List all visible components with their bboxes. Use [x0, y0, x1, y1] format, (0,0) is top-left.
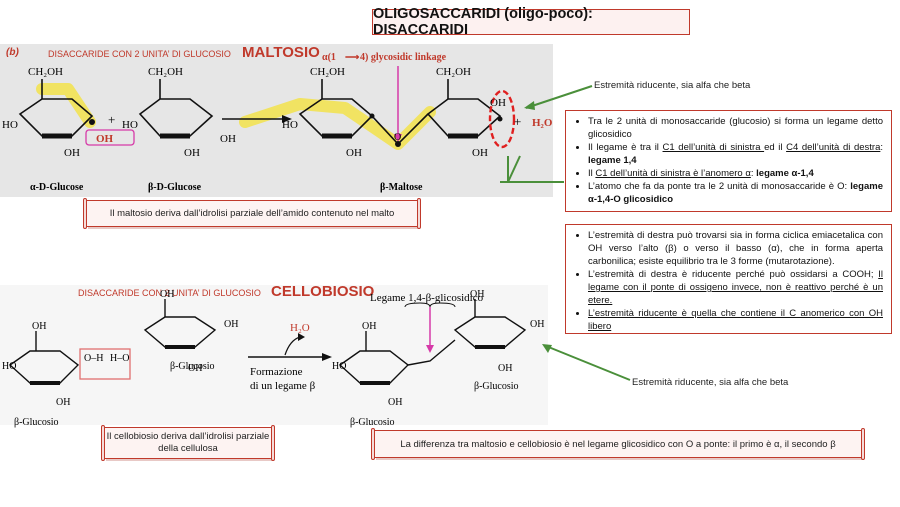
maltose-reaction-diagram: CH₂OH CH₂OH CH₂OH CH₂OH HO HO HO OH OH O… [2, 52, 553, 193]
ch2oh-label-2: CH₂OH [148, 66, 183, 78]
water-label: H₂O [532, 117, 553, 129]
info-item: Il C1 dell’unità di sinistra è l’anomero… [588, 167, 883, 180]
oh-c6-cello-right: OH [470, 289, 484, 300]
info-list-1: Tra le 2 unità di monosaccaride (glucosi… [572, 115, 883, 206]
info-item: L’estremità di destra è riducente perché… [588, 268, 883, 307]
page-title: OLIGOSACCARIDI (oligo-poco): DISACCARIDI [372, 6, 690, 38]
glucosio-left-label: β-Glucosio [14, 417, 59, 428]
ho-label-2: HO [122, 119, 138, 131]
info-list-2: L’estremità di destra può trovarsi sia i… [572, 229, 883, 333]
ch2oh-label-3: CH₂OH [310, 66, 345, 78]
maltose-note-text: Il maltosio deriva dall’idrolisi parzial… [109, 208, 395, 219]
reaction-label-2: di un legame β [250, 380, 316, 392]
beta-glucose-label: β-D-Glucose [148, 182, 202, 193]
info-item: L’atomo che fa da ponte tra le 2 unità d… [588, 180, 883, 206]
info-text-part: L’estremità riducente è quella che conti… [588, 308, 883, 332]
reducing-end-ellipse [488, 89, 516, 149]
info-text-part: Il legame con il ponte di ossigeno invec… [588, 269, 883, 306]
info-text-part: L’estremità di destra può trovarsi sia i… [588, 230, 883, 267]
cello-linkage-label: Legame 1,4-β-glicosidico [370, 292, 484, 304]
oh-highlight-box [85, 129, 135, 146]
info-text-part: L’atomo che fa da ponte tra le 2 unità d… [588, 181, 851, 192]
glucosio-right-label: β-Glucosio [474, 381, 519, 392]
info-item: L’estremità riducente è quella che conti… [588, 307, 883, 333]
o-h-label: O–H [84, 353, 103, 364]
oh-c6-left: OH [32, 321, 46, 332]
linkage-label-post: 4) glycosidic linkage [360, 52, 447, 63]
cellobiose-note-scroll: Il cellobiosio deriva dall’idrolisi parz… [101, 425, 275, 461]
glucosio-mid-label: β-Glucosio [170, 361, 215, 372]
info-text-part: C1 dell’unità di sinistra è l’anomero α [595, 168, 751, 179]
alpha-glucose-ring [18, 79, 94, 139]
green-arrow-bottom [542, 344, 631, 381]
cellobiose-diagram-panel [0, 285, 548, 425]
oh-label-4: OH [472, 147, 488, 159]
difference-note-text: La differenza tra maltosio e cellobiosio… [400, 438, 836, 450]
beta-glucose-ring [138, 79, 214, 139]
plus-sign-2: + [514, 114, 521, 129]
info-item: Tra le 2 unità di monosaccaride (glucosi… [588, 115, 883, 141]
ho-cello: HO [332, 361, 346, 372]
info-text-part: : [750, 168, 757, 179]
ho-label-1: HO [2, 119, 18, 131]
info-text-part: Tra le 2 unità di monosaccaride (glucosi… [588, 116, 883, 140]
oh-label-1: OH [64, 147, 80, 159]
cellobiose-subtitle: DISACCARIDE CON 2 UNITA’ DI GLUCOSIO [78, 288, 261, 298]
info-text-part: ed il [764, 142, 787, 153]
oh-c6-cello-left: OH [362, 321, 376, 332]
info-text-part: : [880, 142, 883, 153]
alpha-glucose-label: α-D-Glucose [30, 182, 84, 193]
svg-text:⟶: ⟶ [345, 52, 360, 63]
maltose-title: MALTOSIO [242, 44, 320, 61]
h-o-label: H–O [110, 353, 129, 364]
info-text-part: Il [588, 168, 596, 179]
info-text-part: legame α-1,4 [756, 168, 814, 179]
oh-reducing-cello: OH [530, 319, 544, 330]
glucosio-bottom-label: β-Glucosio [350, 417, 395, 428]
oh-label-2: OH [184, 147, 200, 159]
maltose-note-scroll: Il maltosio deriva dall’idrolisi parzial… [83, 198, 421, 229]
info-text-part: Il legame è tra il [588, 142, 663, 153]
ho-label-3: HO [282, 119, 298, 131]
panel-tag: (b) [6, 47, 19, 58]
oh-c6-mid: OH [160, 289, 174, 300]
maltose-subtitle: DISACCARIDE CON 2 UNITA’ DI GLUCOSIO [48, 49, 231, 59]
bridge-o-label: O [394, 132, 401, 143]
difference-note-scroll: La differenza tra maltosio e cellobiosio… [371, 428, 865, 460]
oh-left-bottom: OH [56, 397, 70, 408]
info-text-part: L’estremità di destra è riducente perché… [588, 269, 879, 280]
oh-ho-highlight-box [79, 348, 131, 380]
info-box-reducing-end: L’estremità di destra può trovarsi sia i… [565, 224, 892, 334]
info-text-part: legame α-1,4-O glicosidico [588, 181, 883, 205]
cellobiose-title: CELLOBIOSIO [271, 283, 375, 300]
info-text-part: C4 dell’unità di destra [786, 142, 881, 153]
oh-mid-bottom: OH [188, 363, 202, 374]
oh-mid-right: OH [224, 319, 238, 330]
oh-highlight-label: OH [96, 133, 114, 145]
cellobiose-reaction-diagram: O–H H–O H₂O Formazione di un legame β Le… [2, 289, 544, 428]
ch2oh-label-4: CH₂OH [436, 66, 471, 78]
ho-left: HO [2, 361, 16, 372]
reaction-label-1: Formazione [250, 366, 303, 378]
beta-maltose-label: β-Maltose [380, 182, 423, 193]
info-item: L’estremità di destra può trovarsi sia i… [588, 229, 883, 268]
info-box-glycosidic-bond: Tra le 2 unità di monosaccaride (glucosi… [565, 110, 892, 212]
cellobiose-note-text: Il cellobiosio deriva dall’idrolisi parz… [106, 431, 270, 454]
oh-cello-bottom: OH [388, 397, 402, 408]
info-item: Il legame è tra il C1 dell’unità di sini… [588, 141, 883, 167]
oh-right-label: OH [220, 133, 236, 145]
oh-reducing-label: OH [490, 97, 506, 109]
ch2oh-label-1: CH₂OH [28, 66, 63, 78]
reducing-end-note-bottom: Estremità riducente, sia alfa che beta [632, 377, 789, 388]
oh-label-3: OH [346, 147, 362, 159]
linkage-label-pre: α(1 [322, 52, 336, 63]
green-arrows-top [500, 85, 593, 183]
info-text-part: legame 1,4 [588, 155, 637, 166]
oh-cello-right-bottom: OH [498, 363, 512, 374]
reducing-end-note-top: Estremità riducente, sia alfa che beta [594, 80, 751, 91]
info-text-part: C1 dell’unità di sinistra [662, 142, 765, 153]
cello-water-label: H₂O [290, 322, 310, 334]
plus-sign-1: + [108, 112, 115, 127]
